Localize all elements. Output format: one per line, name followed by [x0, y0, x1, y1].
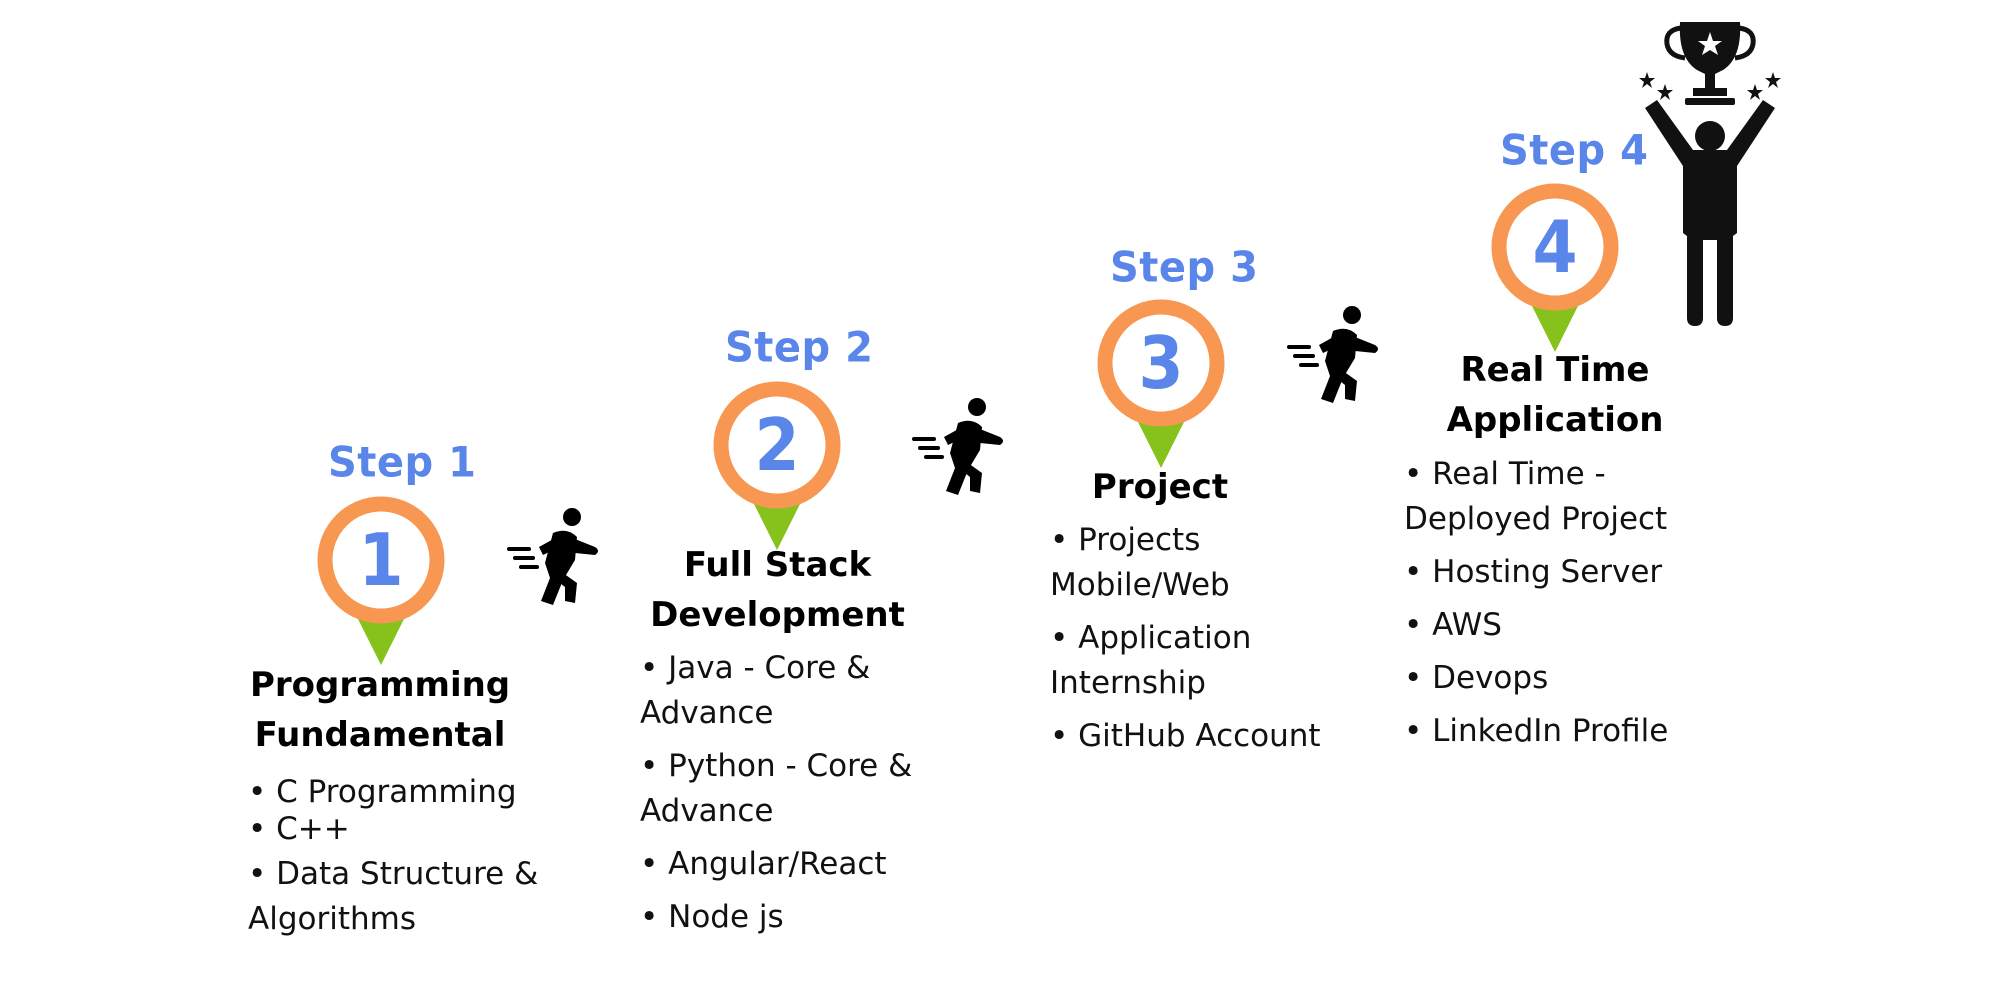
location-pin-icon	[317, 496, 445, 665]
list-item: • Node js	[640, 899, 784, 935]
step-2-title-line-2: Development	[650, 595, 905, 635]
step-2-title-line-1: Full Stack	[683, 545, 872, 585]
step-1-title: Programming Fundamental	[250, 660, 510, 760]
step-4-marker: 4	[1490, 182, 1620, 362]
step-1-marker: 1	[316, 495, 446, 675]
step-3-title: Project	[1060, 462, 1260, 512]
step-2-marker: 2	[712, 380, 842, 560]
step-4-list: • Real Time - Deployed Project • Hosting…	[1404, 452, 1714, 762]
star-icon	[1639, 72, 1655, 88]
step-2-label: Step 2	[725, 323, 874, 373]
location-pin-icon	[1491, 183, 1619, 352]
step-2-number: 2	[754, 403, 800, 487]
list-item: • Hosting Server	[1404, 554, 1663, 590]
list-item: • GitHub Account	[1050, 718, 1321, 754]
step-1-title-line-2: Fundamental	[254, 715, 506, 755]
location-pin-icon	[1097, 299, 1225, 468]
step-2-list: • Java - Core & Advance • Python - Core …	[640, 646, 940, 948]
star-icon	[1765, 72, 1781, 88]
trophy-winner-icon	[1635, 18, 1785, 328]
step-4-title: Real Time Application	[1420, 345, 1690, 445]
list-item: • C Programming	[248, 774, 517, 810]
step-1-number: 1	[358, 518, 404, 602]
step-3-list: • Projects Mobile/Web • Application Inte…	[1050, 518, 1350, 767]
list-item: • Devops	[1404, 660, 1549, 696]
list-item: • Real Time - Deployed Project	[1404, 456, 1668, 537]
list-item: • C++	[248, 811, 350, 847]
list-item: • Python - Core & Advance	[640, 748, 913, 829]
star-icon	[1747, 84, 1763, 100]
list-item: • Angular/React	[640, 846, 887, 882]
step-4-label: Step 4	[1500, 126, 1649, 176]
list-item: • Application Internship	[1050, 620, 1252, 701]
running-person-icon	[1285, 303, 1385, 403]
step-3-number: 3	[1138, 321, 1184, 405]
step-4-number: 4	[1532, 205, 1578, 289]
step-3-marker: 3	[1096, 298, 1226, 478]
step-4-title-line-1: Real Time	[1460, 350, 1650, 390]
list-item: • Data Structure & Algorithms	[248, 856, 539, 937]
running-person-icon	[505, 505, 605, 605]
location-pin-icon	[713, 381, 841, 550]
step-1-list: • C Programming • C++ • Data Structure &…	[248, 770, 548, 942]
step-1-label: Step 1	[328, 438, 477, 488]
step-4-title-line-2: Application	[1446, 400, 1664, 440]
step-3-title-line-1: Project	[1091, 467, 1229, 507]
step-1-title-line-1: Programming	[250, 665, 511, 705]
step-2-title: Full Stack Development	[645, 540, 910, 640]
list-item: • Projects Mobile/Web	[1050, 522, 1230, 603]
running-person-icon	[910, 395, 1010, 495]
list-item: • LinkedIn Profile	[1404, 713, 1669, 749]
list-item: • AWS	[1404, 607, 1502, 643]
list-item: • Java - Core & Advance	[640, 650, 871, 731]
star-icon	[1657, 84, 1673, 100]
step-3-label: Step 3	[1110, 243, 1259, 293]
